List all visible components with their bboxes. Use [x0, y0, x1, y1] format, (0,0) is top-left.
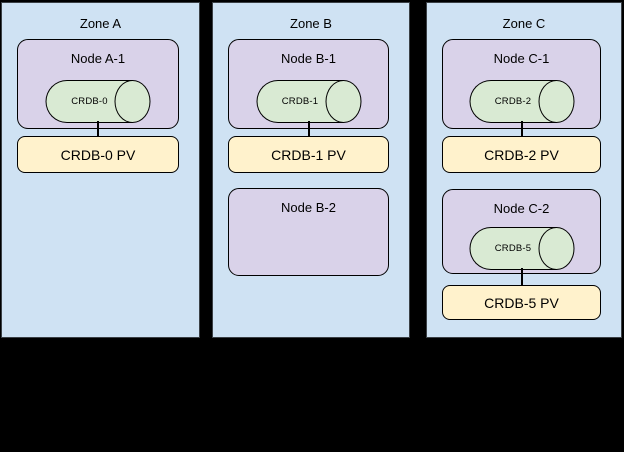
crdb-5-cylinder: CRDB-5	[469, 227, 574, 270]
zone-c: Zone C Node C-1 CRDB-2 CRDB-2 PV Node C-…	[426, 2, 622, 338]
crdb-0-cylinder-label: CRDB-0	[71, 96, 108, 107]
node-c2: Node C-2 CRDB-5	[442, 189, 601, 274]
cylinder-cap	[538, 80, 574, 123]
node-b1: Node B-1 CRDB-1	[228, 39, 389, 129]
node-a1: Node A-1 CRDB-0	[17, 39, 179, 129]
crdb-2-pv-box: CRDB-2 PV	[442, 136, 601, 173]
cylinder-cap	[538, 227, 574, 270]
crdb-2-pv-label: CRDB-2 PV	[484, 146, 559, 163]
zone-a-title: Zone A	[79, 16, 122, 31]
crdb-0-pv-box: CRDB-0 PV	[17, 136, 179, 173]
crdb-1-cylinder-label: CRDB-1	[281, 96, 319, 107]
cylinder-cap	[114, 80, 151, 123]
crdb-5-pv-label: CRDB-5 PV	[484, 294, 559, 311]
node-c2-label: Node C-2	[493, 201, 550, 216]
zone-b: Zone B Node B-1 CRDB-1 CRDB-1 PV Node B-…	[212, 2, 410, 338]
crdb-1-pv-box: CRDB-1 PV	[228, 136, 389, 173]
zone-c-title: Zone C	[502, 16, 546, 31]
node-b2: Node B-2	[228, 188, 389, 276]
node-b2-label: Node B-2	[281, 200, 336, 215]
node-a1-label: Node A-1	[70, 51, 126, 66]
node-c1: Node C-1 CRDB-2	[442, 39, 601, 129]
cylinder-cap	[325, 80, 361, 123]
crdb-0-cylinder: CRDB-0	[45, 80, 151, 123]
node-b1-label: Node B-1	[281, 51, 336, 66]
crdb-2-cylinder-label: CRDB-2	[494, 96, 532, 107]
crdb-2-cylinder: CRDB-2	[469, 80, 574, 123]
crdb-5-pv-box: CRDB-5 PV	[442, 285, 601, 320]
zone-a: Zone A Node A-1 CRDB-0 CRDB-0 PV	[1, 2, 200, 338]
crdb-5-cylinder-label: CRDB-5	[494, 243, 532, 254]
node-c1-label: Node C-1	[493, 51, 550, 66]
crdb-1-cylinder: CRDB-1	[256, 80, 361, 123]
zone-b-title: Zone B	[290, 16, 332, 31]
crdb-1-pv-label: CRDB-1 PV	[271, 146, 346, 163]
crdb-0-pv-label: CRDB-0 PV	[60, 146, 136, 163]
